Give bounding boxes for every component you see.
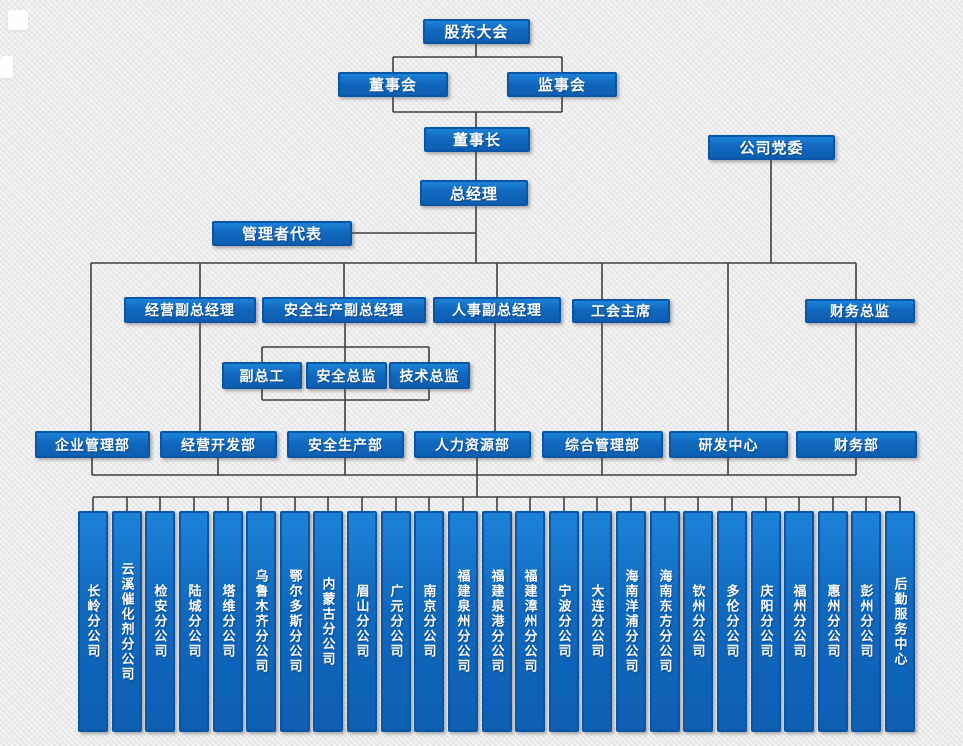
node-executive-finance-director: 财务总监 [805,299,915,323]
node-branch-13: 福建漳州分公司 [515,511,545,732]
node-department-finance: 财务部 [796,431,917,458]
node-executive-union-chairman: 工会主席 [572,299,670,323]
node-branch-21: 福州分公司 [784,511,814,732]
node-branch-12: 福建泉港分公司 [482,511,512,732]
node-branch-2: 检安分公司 [145,511,175,732]
node-board-of-directors: 董事会 [338,72,448,97]
node-branch-16: 海南洋浦分公司 [616,511,646,732]
node-branch-18: 钦州分公司 [683,511,713,732]
node-branch-24: 后勤服务中心 [885,511,915,732]
node-branch-23: 彭州分公司 [851,511,881,732]
node-party-committee: 公司党委 [708,135,835,160]
node-executive-hr-deputy-gm: 人事副总经理 [433,297,561,323]
node-department-general-management: 综合管理部 [542,431,663,458]
node-branch-19: 多伦分公司 [717,511,747,732]
node-branch-5: 乌鲁木齐分公司 [246,511,276,732]
node-branch-10: 南京分公司 [414,511,444,732]
node-branch-17: 海南东方分公司 [650,511,680,732]
node-branch-7: 内蒙古分公司 [313,511,343,732]
node-branch-20: 庆阳分公司 [751,511,781,732]
node-branch-3: 陆城分公司 [179,511,209,732]
node-branch-14: 宁波分公司 [549,511,579,732]
node-executive-business-deputy-gm: 经营副总经理 [124,297,256,323]
node-branch-6: 鄂尔多斯分公司 [280,511,310,732]
node-supervisory-board: 监事会 [507,72,617,97]
node-chief-deputy-chief-engineer: 副总工 [222,362,302,389]
node-branch-4: 塔维分公司 [213,511,243,732]
node-department-business-development: 经营开发部 [160,431,277,458]
node-branch-15: 大连分公司 [582,511,612,732]
node-branch-8: 眉山分公司 [347,511,377,732]
node-general-manager: 总经理 [420,180,528,206]
background-artifact [8,10,28,30]
node-department-rd-center: 研发中心 [669,431,788,458]
node-department-safety-production: 安全生产部 [287,431,404,458]
node-branch-1: 云溪催化剂分公司 [112,511,142,732]
node-chief-technical-director: 技术总监 [389,362,470,389]
node-shareholders-meeting: 股东大会 [423,19,530,44]
node-branch-9: 广元分公司 [381,511,411,732]
node-branch-0: 长岭分公司 [78,511,108,732]
node-chairman: 董事长 [424,127,530,152]
background-artifact [0,56,13,78]
node-management-representative: 管理者代表 [212,221,352,246]
node-department-enterprise-management: 企业管理部 [35,431,150,458]
node-department-human-resources: 人力资源部 [414,431,531,458]
node-chief-safety-director: 安全总监 [306,362,387,389]
node-executive-safety-production-deputy-gm: 安全生产副总经理 [262,297,426,323]
node-branch-11: 福建泉州分公司 [448,511,478,732]
node-branch-22: 惠州分公司 [818,511,848,732]
